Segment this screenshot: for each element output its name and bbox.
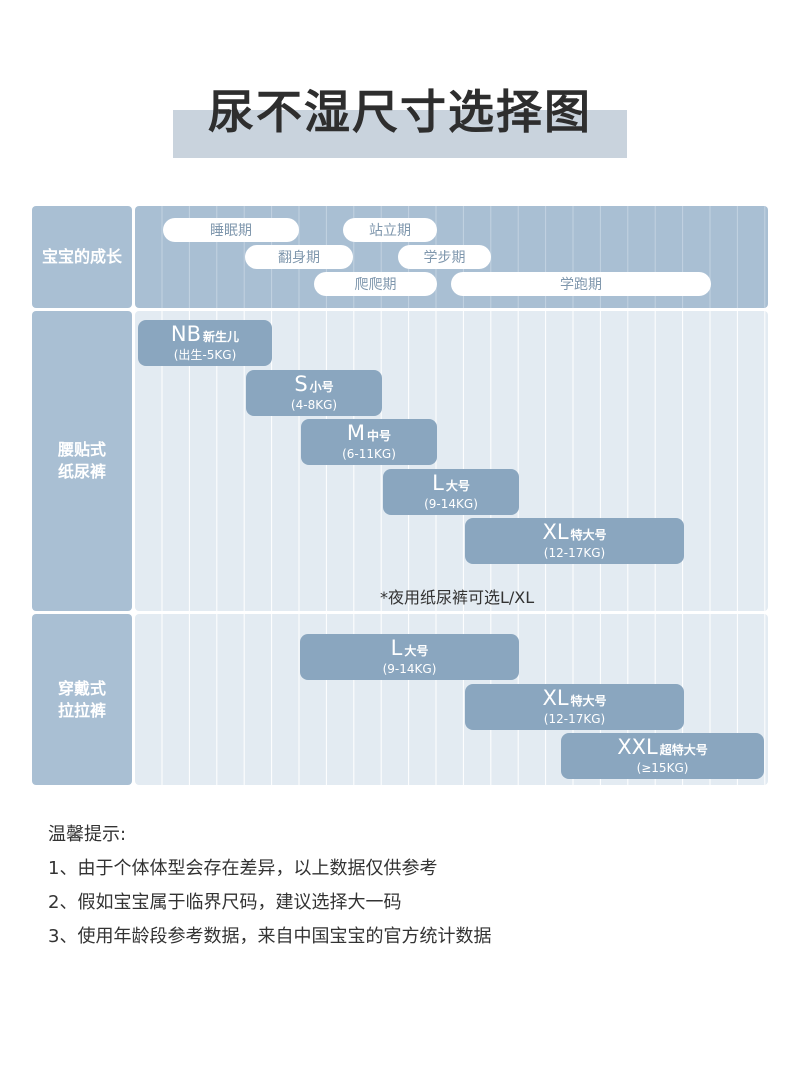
- size-range: (≥15KG): [636, 761, 689, 775]
- size-range: (9-14KG): [382, 662, 437, 676]
- size-code: S: [294, 372, 308, 396]
- row-label-pants-line-1: 穿戴式: [57, 678, 106, 698]
- stage-pill-sleep: 睡眠期: [163, 218, 299, 242]
- row-label-growth: 宝宝的成长: [32, 206, 132, 308]
- size-code: L: [432, 471, 444, 495]
- size-code: L: [390, 636, 403, 660]
- row-label-tape-line-1: 腰贴式: [57, 440, 106, 459]
- size-range: (4-8KG): [290, 398, 338, 412]
- size-code: M: [346, 421, 366, 445]
- size-code: NB: [170, 322, 202, 346]
- size-name: 特大号: [570, 694, 607, 708]
- tip-item-1: 1、由于个体体型会存在差异，以上数据仅供参考: [48, 858, 438, 879]
- row-label-growth-line: 宝宝的成长: [41, 247, 122, 266]
- size-name: 小号: [309, 380, 334, 394]
- size-range: (12-17KG): [543, 546, 606, 560]
- stage-pill-crawling: 爬爬期: [314, 272, 437, 296]
- row-label-pull-up-pants: 穿戴式 拉拉裤: [32, 614, 132, 785]
- tip-item-2: 2、假如宝宝属于临界尺码，建议选择大一码: [48, 892, 402, 913]
- size-code: XL: [542, 686, 569, 710]
- row-label-tape-diaper: 腰贴式 纸尿裤: [32, 311, 132, 611]
- size-code: XXL: [617, 735, 658, 759]
- size-name: 中号: [367, 429, 392, 443]
- stage-pill-running: 学跑期: [451, 272, 711, 296]
- size-name: 大号: [404, 644, 429, 658]
- size-name: 特大号: [570, 528, 607, 542]
- size-range: (6-11KG): [342, 447, 396, 461]
- size-name: 超特大号: [659, 743, 708, 757]
- row-label-pants-line-2: 拉拉裤: [57, 700, 106, 720]
- size-range: (9-14KG): [424, 497, 478, 511]
- stage-pill-standing: 站立期: [343, 218, 437, 242]
- growth-panel: 睡眠期 站立期 翻身期 学步期 爬爬期 学跑期: [135, 206, 768, 308]
- night-use-note: *夜用纸尿裤可选L/XL: [380, 588, 535, 607]
- stage-pill-toddling: 学步期: [398, 245, 491, 269]
- tips-heading: 温馨提示:: [48, 824, 127, 845]
- size-range: (12-17KG): [543, 712, 606, 726]
- size-name: 大号: [445, 479, 470, 493]
- tip-item-3: 3、使用年龄段参考数据，来自中国宝宝的官方统计数据: [48, 926, 492, 947]
- row-label-tape-line-2: 纸尿裤: [57, 462, 106, 481]
- size-code: XL: [542, 520, 569, 544]
- page-title: 尿不湿尺寸选择图: [208, 85, 592, 139]
- tips-section: 温馨提示: 1、由于个体体型会存在差异，以上数据仅供参考 2、假如宝宝属于临界尺…: [48, 818, 491, 954]
- size-name: 新生儿: [203, 330, 240, 344]
- title-highlight-band: [173, 110, 627, 158]
- stage-pill-rolling: 翻身期: [245, 245, 353, 269]
- size-range: (出生-5KG): [173, 348, 237, 362]
